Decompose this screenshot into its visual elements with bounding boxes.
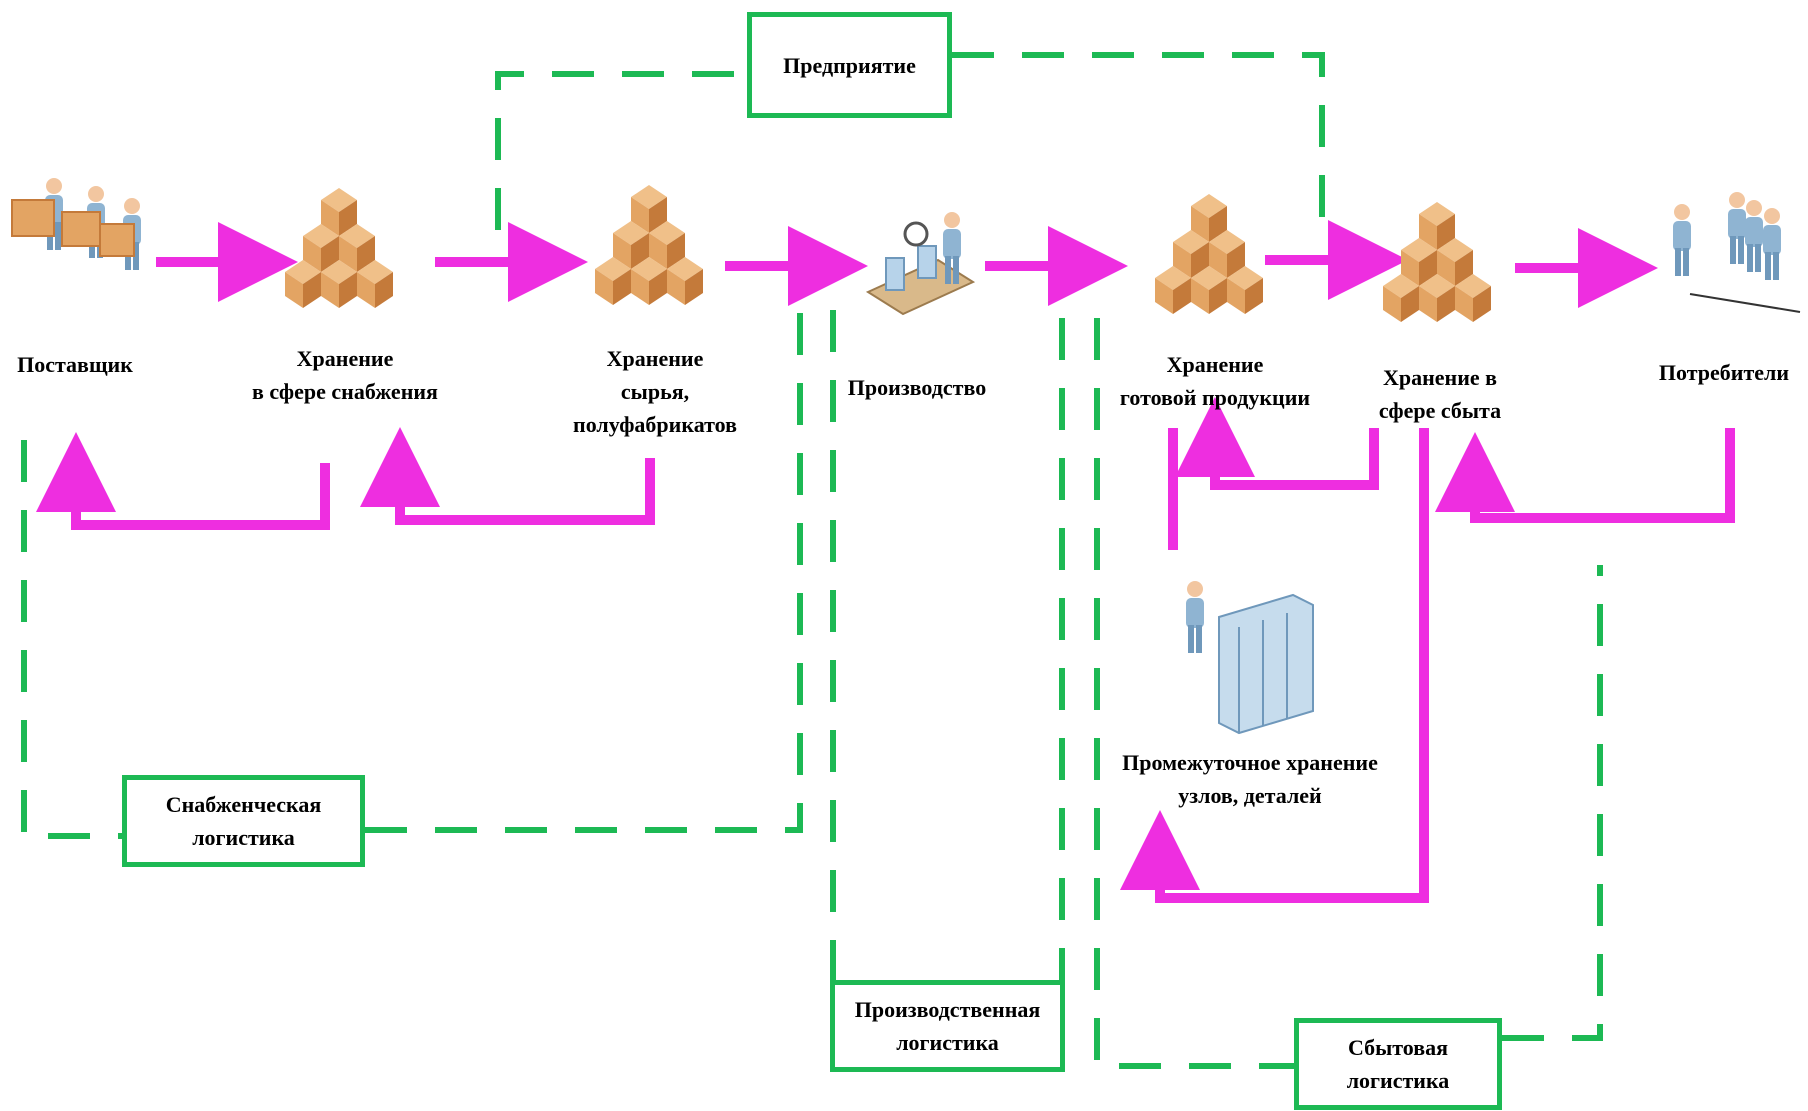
production-label: Производство [822, 371, 1012, 404]
boxes-icon [1155, 194, 1263, 314]
label-line: логистика [1346, 1068, 1450, 1093]
label-line: Промежуточное хранение [1122, 750, 1378, 775]
boxes-icon [595, 185, 703, 305]
supply-logistics-box: Снабженческая логистика [122, 775, 365, 867]
enterprise-dashed-line-right [952, 52, 1325, 230]
label-line: Хранение [296, 346, 394, 371]
label-line: Снабженческая [165, 792, 322, 817]
label-line: Хранение в [1382, 365, 1498, 390]
sales-storage-label: Хранение в сфере сбыта [1350, 361, 1530, 427]
sales-zone-dashed-line-right [1502, 565, 1603, 1041]
production-logistics-box: Производственная логистика [830, 980, 1065, 1072]
label-line: в сфере снабжения [252, 379, 438, 404]
label-line: логистика [192, 825, 295, 850]
zone-dashed-lines [21, 52, 1603, 1069]
supply-storage-label: Хранение в сфере снабжения [210, 342, 480, 408]
zone-label: Предприятие [783, 52, 916, 78]
return-arrow [360, 427, 655, 525]
boxes-icon [285, 188, 393, 308]
enterprise-dashed-line [495, 71, 747, 230]
supplier-label-text: Поставщик [17, 352, 133, 377]
label-line: сырья, [620, 379, 690, 404]
supplier-people-icon [11, 178, 141, 270]
consumers-label: Потребители [1640, 356, 1808, 389]
enterprise-zone-box: Предприятие [747, 12, 952, 118]
label-line: логистика [896, 1030, 999, 1055]
finished-storage-label: Хранение готовой продукции [1090, 348, 1340, 414]
sales-zone-dashed-line [1094, 318, 1294, 1069]
label-line: Хранение [1166, 352, 1264, 377]
label-line: Хранение [606, 346, 704, 371]
label-line: Сбытовая [1347, 1035, 1449, 1060]
boxes-icon [1383, 202, 1491, 322]
label-line: узлов, деталей [1178, 783, 1322, 808]
server-worker-icon [1186, 581, 1314, 735]
supply-zone-dashed-line-right [365, 285, 803, 833]
supplier-label: Поставщик [0, 348, 150, 381]
return-arrow [36, 432, 330, 530]
intermediate-storage-label: Промежуточное хранение узлов, деталей [1090, 746, 1410, 812]
return-arrow [1120, 428, 1429, 903]
label-line: сфере сбыта [1378, 398, 1502, 423]
flow-arrows [36, 220, 1735, 903]
return-arrow [1435, 428, 1735, 523]
production-worker-icon [865, 212, 976, 316]
return-arrow [1175, 397, 1379, 490]
supply-zone-dashed-line [21, 440, 122, 839]
production-label-text: Производство [847, 375, 987, 400]
consumers-people-icon [1673, 192, 1801, 313]
raw-storage-label: Хранение сырья, полуфабрикатов [540, 342, 770, 441]
label-line: полуфабрикатов [573, 412, 737, 437]
label-line: Производственная [854, 997, 1041, 1022]
consumers-label-text: Потребители [1658, 360, 1790, 385]
sales-logistics-box: Сбытовая логистика [1294, 1018, 1502, 1110]
label-line: готовой продукции [1119, 385, 1311, 410]
